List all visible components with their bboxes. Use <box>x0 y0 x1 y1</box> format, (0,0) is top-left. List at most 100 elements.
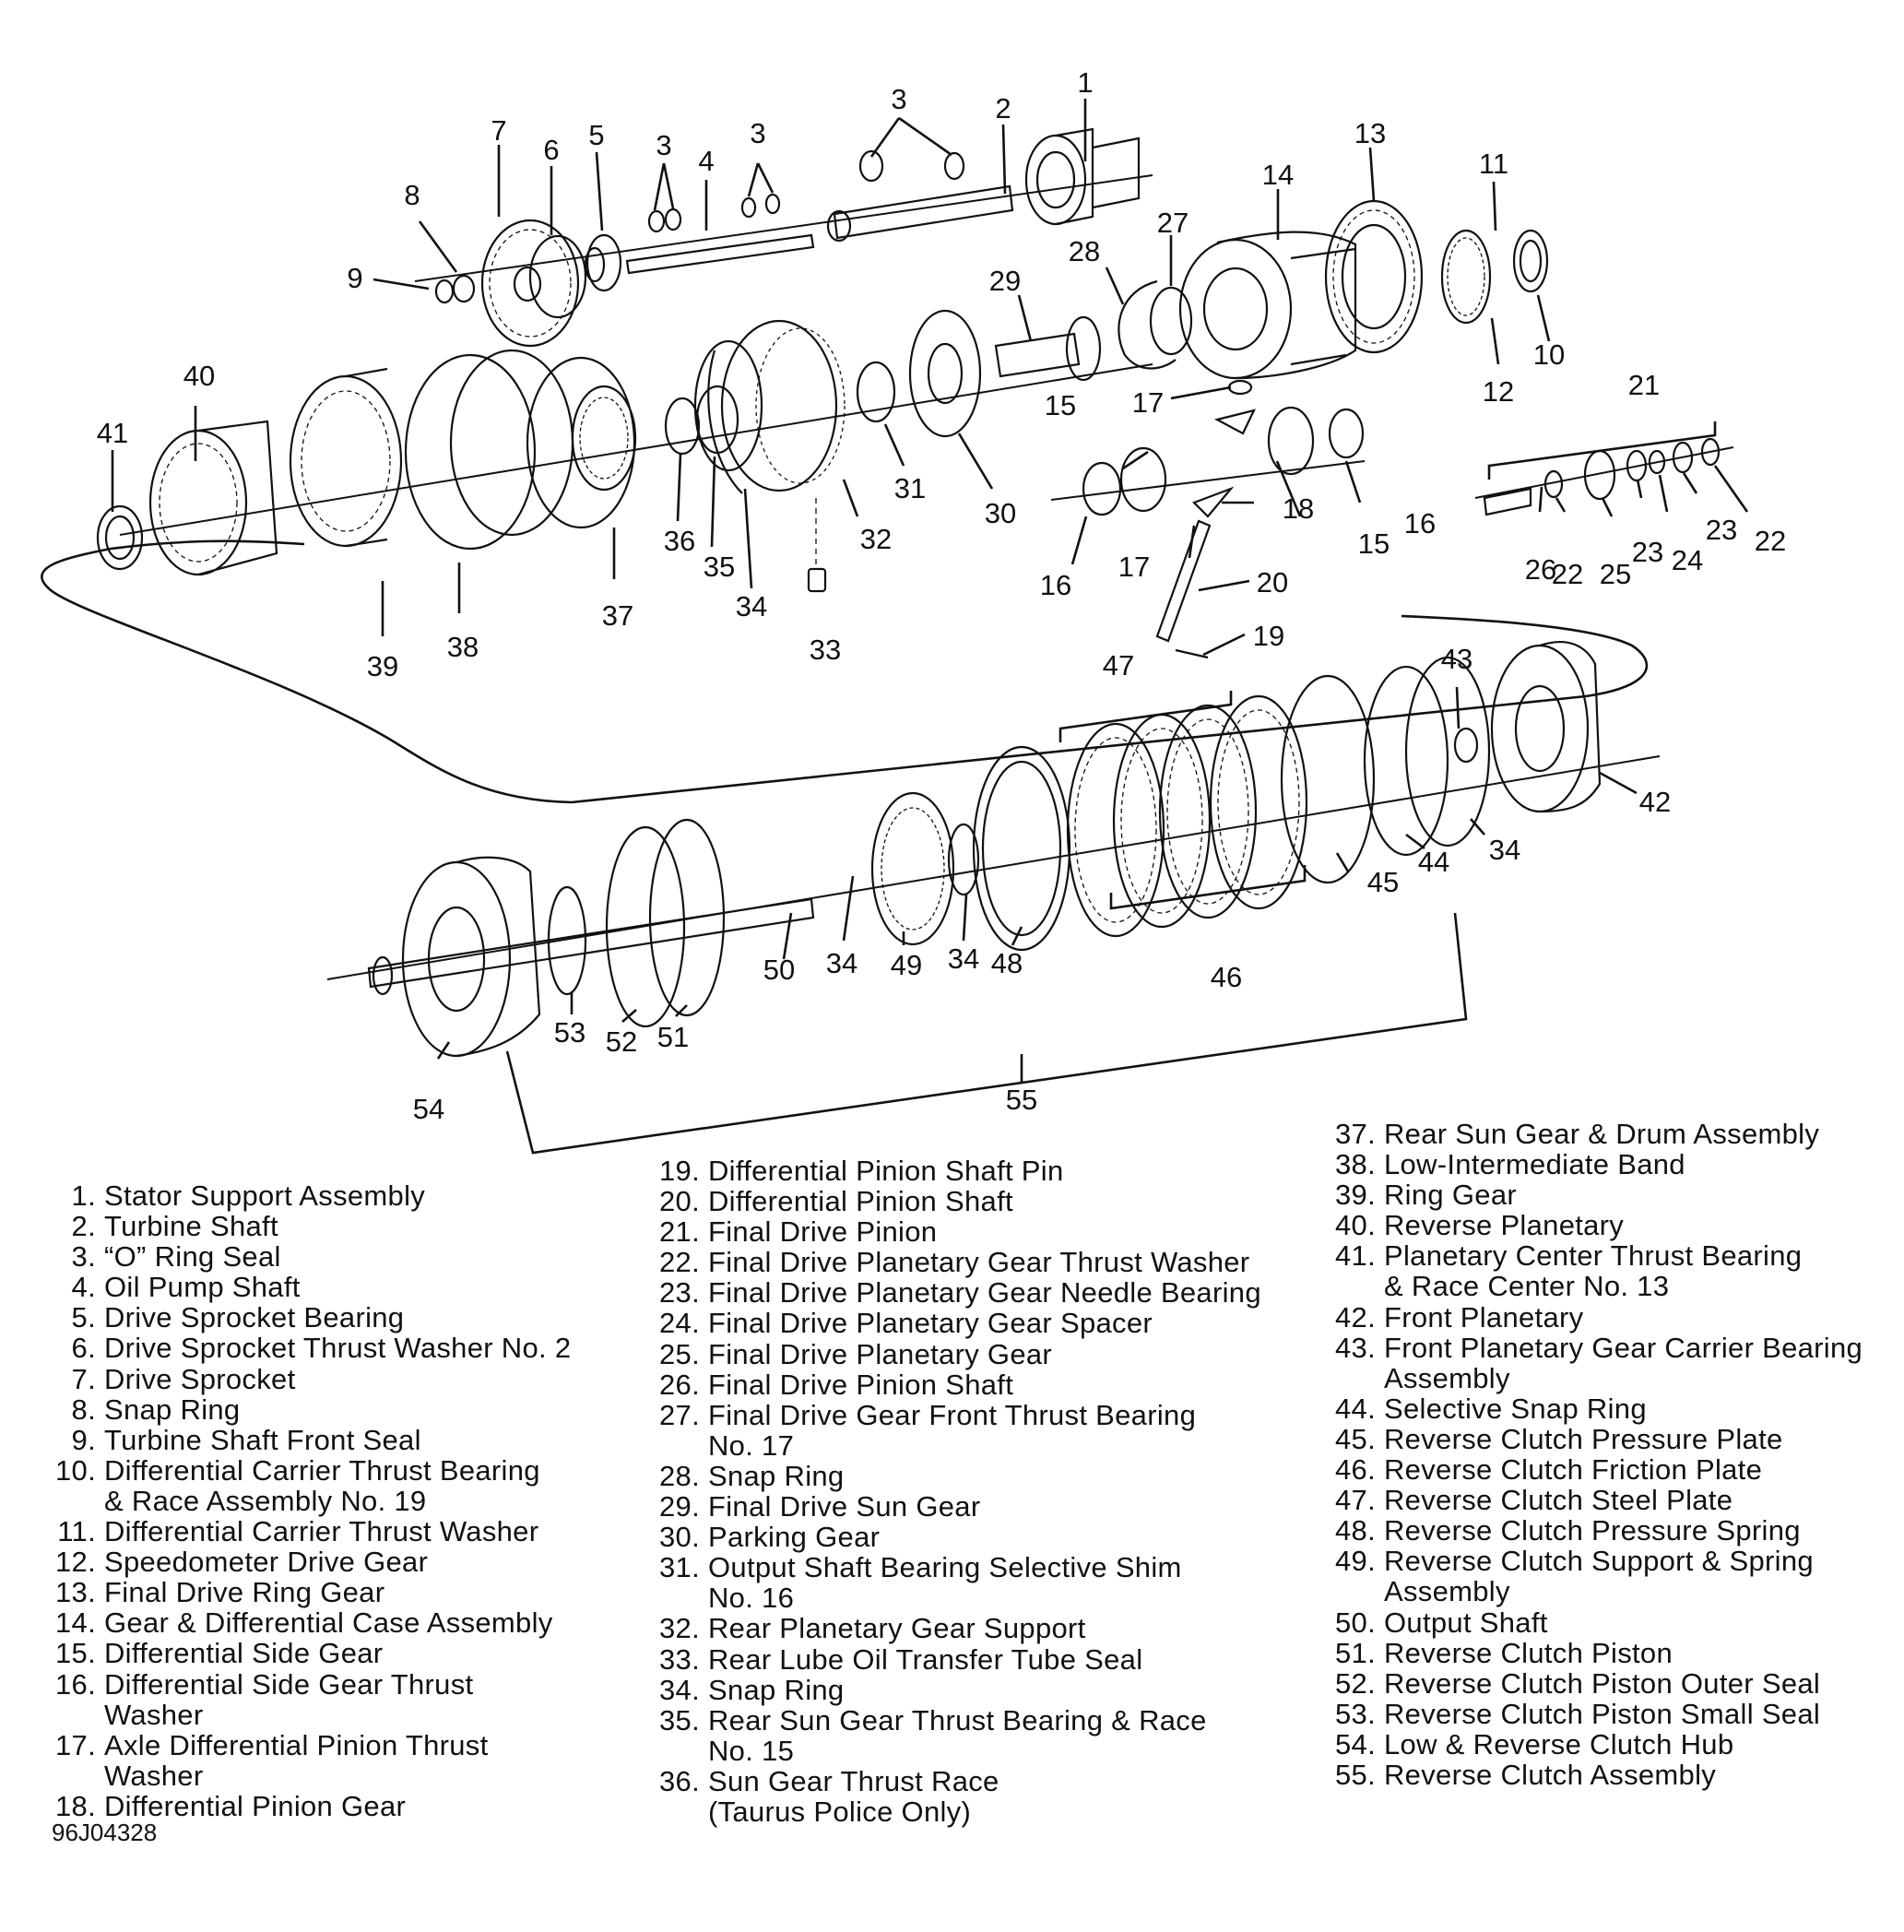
legend-item-label-line: Rear Sun Gear & Drum Assembly <box>1384 1118 1820 1150</box>
callout-44: 44 <box>1418 846 1449 878</box>
legend-item-label-line: Differential Pinion Shaft <box>708 1185 1013 1218</box>
callout-55: 55 <box>1006 1084 1037 1116</box>
legend-item-label-line: Gear & Differential Case Assembly <box>104 1606 553 1640</box>
oil-pump-shaft-part <box>625 193 815 275</box>
callout-19: 19 <box>1253 620 1284 652</box>
legend-item: 20.Differential Pinion Shaft <box>650 1186 1261 1216</box>
callout-8: 8 <box>404 179 420 211</box>
drive-sprocket-part <box>480 219 587 348</box>
legend-item-number: 36. <box>659 1764 700 1797</box>
output-shaft-selective-shim-part <box>856 361 896 423</box>
legend-item-label: Snap Ring <box>104 1394 240 1425</box>
legend-item: 39.Ring Gear <box>1326 1179 1863 1210</box>
callout-21: 21 <box>1628 369 1660 401</box>
low-reverse-clutch-hub-part <box>401 856 541 1058</box>
legend-item-number: 26. <box>659 1368 700 1401</box>
legend-item: 32.Rear Planetary Gear Support <box>650 1613 1261 1643</box>
legend-item-number: 30. <box>659 1521 700 1554</box>
legend-item-label-line: Rear Sun Gear Thrust Bearing & Race <box>708 1703 1207 1736</box>
legend-item-label: Reverse Planetary <box>1384 1210 1624 1240</box>
legend-item: 1.Stator Support Assembly <box>46 1180 571 1211</box>
callout-16a: 16 <box>1040 569 1071 601</box>
legend-item-label: Final Drive Pinion Shaft <box>708 1369 1013 1400</box>
legend-item-label-line: Differential Pinion Shaft Pin <box>708 1155 1064 1187</box>
legend-item-label: Reverse Clutch Piston Outer Seal <box>1384 1668 1820 1699</box>
legend-item-number: 10. <box>55 1453 96 1487</box>
legend-item-number: 16. <box>55 1667 96 1701</box>
bracket-47 <box>1058 691 1233 742</box>
callout-23a: 23 <box>1632 536 1663 568</box>
callout-12: 12 <box>1483 375 1514 408</box>
legend-item-number: 21. <box>659 1215 700 1249</box>
callout-34b: 34 <box>826 947 857 979</box>
axis-top-row <box>414 174 1153 282</box>
legend-item-label: Speedometer Drive Gear <box>104 1547 428 1577</box>
legend-item-number: 27. <box>659 1398 700 1431</box>
connector-loop <box>41 547 1649 804</box>
legend-item-number: 25. <box>659 1337 700 1370</box>
callout-47: 47 <box>1103 649 1134 682</box>
snap-ring-8-part <box>434 274 476 304</box>
legend-item: 54.Low & Reverse Clutch Hub <box>1326 1729 1863 1760</box>
callout-25: 25 <box>1600 558 1631 590</box>
legend-item-label: Sun Gear Thrust Race(Taurus Police Only) <box>708 1766 999 1827</box>
legend-item: 9.Turbine Shaft Front Seal <box>46 1425 571 1455</box>
reverse-clutch-support-part <box>870 791 980 946</box>
callout-1: 1 <box>1077 66 1093 99</box>
legend-item-label-line: Differential Carrier Thrust Washer <box>104 1515 539 1548</box>
callout-36: 36 <box>664 525 695 557</box>
legend-item-label-line: “O” Ring Seal <box>104 1240 281 1274</box>
legend-item-label-line: No. 16 <box>708 1582 795 1615</box>
legend-item-number: 35. <box>659 1703 700 1736</box>
callout-11: 11 <box>1479 148 1508 180</box>
callout-23b: 23 <box>1706 514 1737 546</box>
legend-item-number: 40. <box>1335 1209 1376 1242</box>
exploded-view-diagram: 1 2 3 3 3 4 5 6 7 8 9 10 11 12 13 14 15 … <box>41 66 1786 1155</box>
callout-33: 33 <box>810 634 841 666</box>
legend-item-number: 39. <box>1335 1179 1376 1212</box>
legend-item-label: Reverse Clutch Pressure Spring <box>1384 1515 1801 1546</box>
legend-item: 48.Reverse Clutch Pressure Spring <box>1326 1515 1863 1546</box>
legend-item-label-line: Final Drive Planetary Gear Needle Bearin… <box>708 1276 1261 1310</box>
callout-3b: 3 <box>656 129 671 161</box>
callout-37: 37 <box>602 599 633 632</box>
legend-item-number: 7. <box>71 1362 96 1395</box>
callout-41: 41 <box>97 417 128 449</box>
legend-item-label-line: Differential Pinion Gear <box>104 1789 407 1822</box>
legend-item-label-line: Reverse Clutch Assembly <box>1384 1758 1717 1791</box>
callout-34a: 34 <box>736 590 767 622</box>
legend-item: 45.Reverse Clutch Pressure Plate <box>1326 1424 1863 1454</box>
legend-item-label-line: Planetary Center Thrust Bearing <box>1384 1239 1803 1273</box>
legend-item-label-line: Front Planetary Gear Carrier Bearing <box>1384 1331 1863 1364</box>
legend-item-label-line: Stator Support Assembly <box>104 1179 426 1212</box>
legend-item-number: 14. <box>55 1606 96 1640</box>
legend-item-label-line: Final Drive Planetary Gear Thrust Washer <box>708 1246 1250 1279</box>
legend-item-label: Final Drive Planetary Gear Thrust Washer <box>708 1247 1249 1277</box>
legend-item-label: Snap Ring <box>708 1674 844 1704</box>
legend-item-number: 2. <box>71 1210 96 1243</box>
legend-item-label-line: Final Drive Planetary Gear Spacer <box>708 1307 1153 1340</box>
legend-item-label: Rear Sun Gear & Drum Assembly <box>1384 1119 1819 1149</box>
callout-52: 52 <box>606 1025 637 1058</box>
legend-item-label-line: Final Drive Gear Front Thrust Bearing <box>708 1398 1197 1431</box>
legend-item-label: Rear Planetary Gear Support <box>708 1613 1086 1643</box>
legend-item-label: Rear Lube Oil Transfer Tube Seal <box>708 1643 1142 1674</box>
legend-item-label-line: Final Drive Pinion Shaft <box>708 1368 1014 1401</box>
legend-item-number: 53. <box>1335 1697 1376 1730</box>
legend-item-label-line: Final Drive Pinion <box>708 1215 938 1249</box>
stator-support-part <box>1024 127 1141 226</box>
legend-item: 8.Snap Ring <box>46 1394 571 1425</box>
legend-item-number: 13. <box>55 1576 96 1609</box>
legend-item: 21.Final Drive Pinion <box>650 1216 1261 1247</box>
callout-9: 9 <box>347 262 362 294</box>
reverse-clutch-piston-seals <box>547 818 726 1028</box>
transfer-tube-seal-part <box>807 498 827 593</box>
legend-item-label-line: Snap Ring <box>708 1459 845 1492</box>
legend-item-label-line: Rear Planetary Gear Support <box>708 1612 1086 1645</box>
legend-item-number: 43. <box>1335 1331 1376 1364</box>
